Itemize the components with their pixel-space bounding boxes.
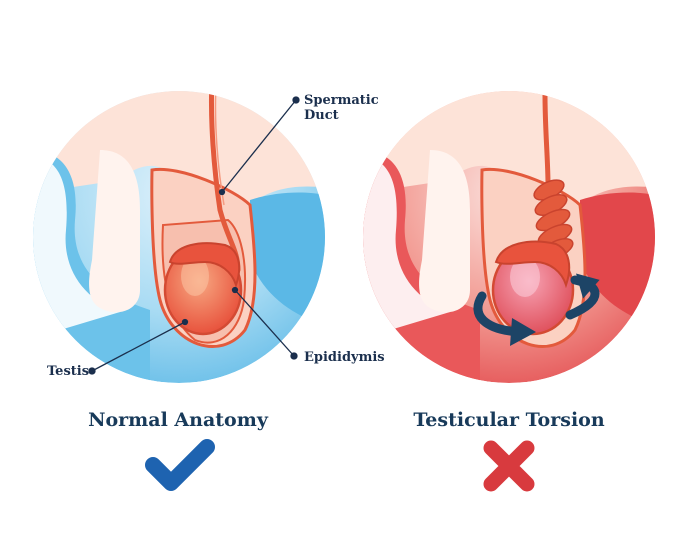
epididymis xyxy=(168,242,241,289)
penis xyxy=(89,150,140,313)
torsion-illustration xyxy=(363,91,655,383)
label-leader-lines xyxy=(88,96,300,375)
epididymis xyxy=(494,240,571,289)
penis xyxy=(419,150,470,313)
label-spermatic-duct: Spermatic Duct xyxy=(304,93,379,123)
cross-icon xyxy=(483,440,535,492)
label-epididymis: Epididymis xyxy=(304,350,385,365)
normal-anatomy-illustration xyxy=(33,91,325,383)
normal-anatomy-title: Normal Anatomy xyxy=(88,409,268,431)
twisted-spermatic-duct xyxy=(542,92,551,188)
testicular-torsion-title: Testicular Torsion xyxy=(413,409,605,431)
rotation-arrow-icon xyxy=(473,273,600,346)
checkmark-icon xyxy=(145,439,215,491)
label-testis: Testis xyxy=(47,364,90,379)
